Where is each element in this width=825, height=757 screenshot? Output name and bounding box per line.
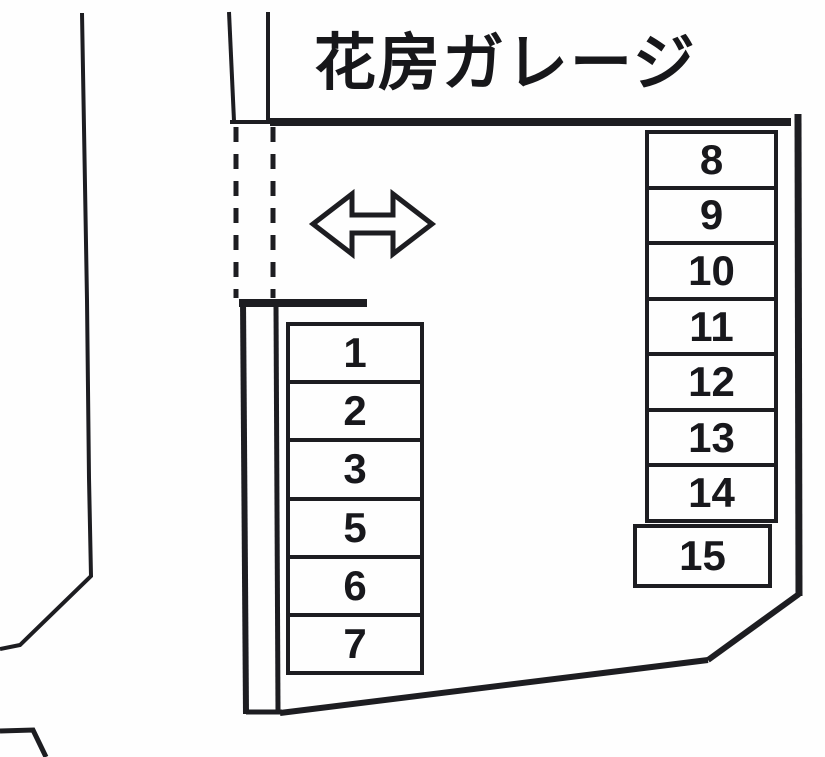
space-number: 7 [343,619,367,667]
parking-space-15: 15 [633,524,772,588]
space-number: 10 [688,246,735,294]
space-number: 8 [699,135,724,183]
parking-space-11: 11 [649,296,774,353]
parking-column-left: 1 2 3 5 6 7 [286,322,424,675]
space-number: 14 [688,469,735,517]
parking-space-1: 1 [290,326,420,380]
left-property-line [0,12,94,651]
space-number: 15 [679,532,726,579]
space-number: 11 [689,302,734,350]
space-number: 5 [343,503,367,551]
parking-space-12: 12 [649,352,774,408]
parking-space-8: 8 [649,134,774,186]
parking-column-right: 8 9 10 11 12 13 14 [645,130,778,523]
space-number: 1 [343,329,367,377]
left-boundary-inner-line [273,305,281,712]
parking-space-7: 7 [290,612,420,671]
parking-space-2: 2 [290,380,420,438]
left-boundary-outer-line [240,300,249,715]
space-number: 2 [343,387,367,435]
bottom-boundary-line [279,657,709,716]
right-boundary-line [794,113,803,597]
parking-space-14: 14 [649,463,774,519]
parking-space-9: 9 [649,185,774,242]
parking-space-3: 3 [290,438,420,496]
map-title: 花房ガレージ [314,29,697,98]
two-way-arrow-icon [308,188,437,260]
space-number: 13 [688,413,735,461]
parking-space-6: 6 [290,554,420,613]
diagonal-boundary-line [706,591,801,663]
space-number: 9 [699,191,724,239]
bottom-left-corner-line [0,727,49,757]
parking-space-5: 5 [290,496,420,555]
space-number: 6 [343,561,367,609]
parking-space-10: 10 [649,241,774,297]
space-number: 12 [688,358,735,406]
road-edge-line-outer [227,11,236,122]
parking-space-13: 13 [649,407,774,464]
space-number: 3 [343,445,367,493]
